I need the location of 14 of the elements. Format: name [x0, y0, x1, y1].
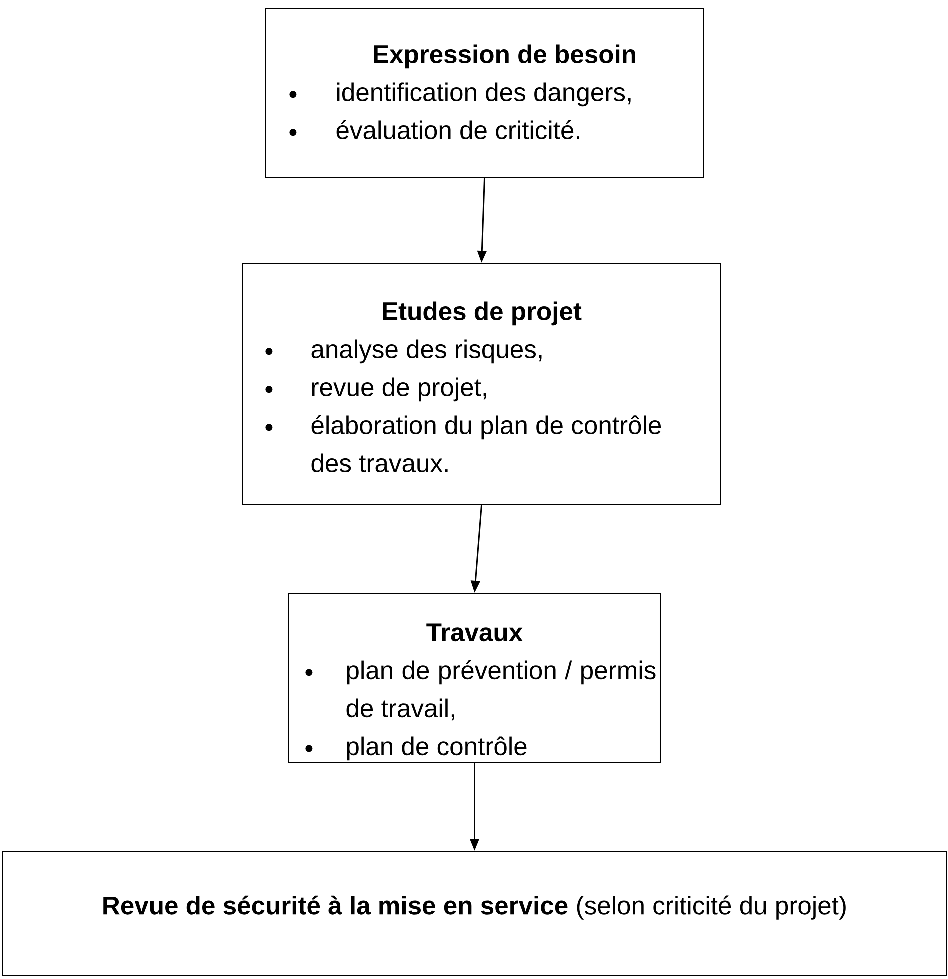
box-text: Revue de sécurité à la mise en service (selon criticité du projet) — [104, 896, 846, 920]
process-box — [265, 8, 704, 178]
process-box — [242, 263, 722, 506]
box-heading: Travaux — [426, 624, 523, 642]
bullet-text: analyse des risques, — [312, 340, 542, 364]
bullet-text: élaboration du plan de contrôle des travaux. — [312, 415, 662, 473]
process-box — [288, 593, 662, 764]
box-heading: Expression de besoin — [374, 44, 636, 69]
bullet-text: identification des dangers, — [337, 82, 631, 107]
process-box — [2, 851, 948, 976]
bullet-text: évaluation de criticité. — [336, 120, 580, 140]
bullet-text: revue de projet, — [312, 378, 486, 402]
box-heading: Etudes de projet — [383, 302, 582, 326]
bullet-text: plan de contrôle — [347, 736, 527, 761]
